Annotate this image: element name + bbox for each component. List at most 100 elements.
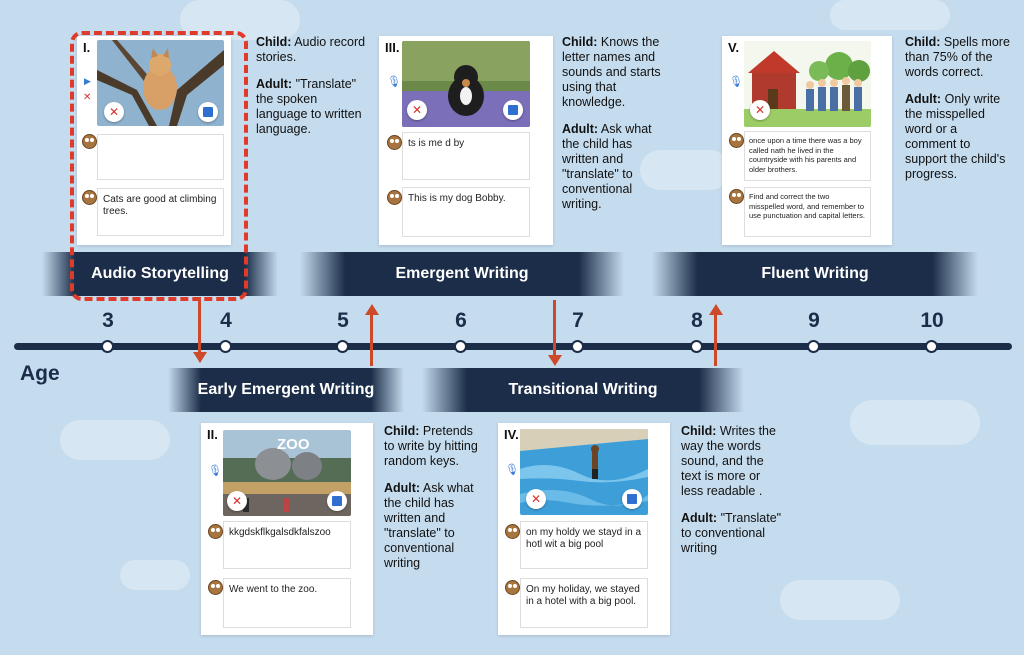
adult-description: Only write the misspelled word or a comm… [905,92,1006,181]
age-tick [219,340,232,353]
microphone-icon[interactable]: 🎙 [729,76,743,88]
child-description: Audio record stories. [256,35,366,64]
microphone-icon[interactable]: 🎙 [208,465,222,477]
age-tick-label: 3 [102,309,114,332]
age-tick [807,340,820,353]
child-text-box[interactable]: kkgdskflkgalsdkfalszoo [223,521,351,569]
age-tick-label: 10 [920,309,944,332]
adult-text-box[interactable]: On my holiday, we stayed in a hotel with… [520,578,648,628]
card-fluent-writing: V. 🎙 ✕ once upon a time there was a boy … [722,36,892,245]
stage-fluent-writing: Fluent Writing [652,252,978,296]
owl-avatar-icon [729,189,744,204]
delete-image-button[interactable]: ✕ [526,489,546,509]
image-icon[interactable] [503,100,523,120]
owl-avatar-icon [387,135,402,150]
owl-avatar-icon [505,580,520,595]
child-label: Child: [562,35,598,49]
play-icon[interactable]: ▶ [84,76,91,86]
child-description: Writes the way the words sound, and the … [681,424,776,498]
delete-image-button[interactable]: ✕ [407,100,427,120]
age-tick-label: 6 [455,309,467,332]
age-tick [571,340,584,353]
stage-emergent-writing: Emergent Writing [300,252,624,296]
delete-image-button[interactable]: ✕ [750,100,770,120]
description-transitional: Child: Writes the way the words sound, a… [681,424,785,568]
stage-transitional-writing: Transitional Writing [422,368,744,412]
delete-image-button[interactable]: ✕ [227,491,247,511]
adult-description: "Translate" the spoken language to writt… [256,77,362,136]
age-tick [454,340,467,353]
image-icon[interactable] [327,491,347,511]
dog-photo [402,41,530,127]
owl-avatar-icon [505,524,520,539]
owl-avatar-icon [82,134,97,149]
owl-avatar-icon [387,190,402,205]
age-tick [336,340,349,353]
child-text-box[interactable]: on my holdy we stayd in a hotl wit a big… [520,521,648,569]
cloud [830,0,950,30]
adult-label: Adult: [256,77,293,91]
microphone-icon[interactable]: 🎙 [387,76,401,88]
child-description: Spells more than 75% of the words correc… [905,35,1010,79]
microphone-icon[interactable]: 🎙 [505,464,519,476]
image-icon[interactable] [622,489,642,509]
adult-text-box[interactable]: This is my dog Bobby. [402,187,530,237]
cloud [120,560,190,590]
adult-text: Cats are good at climbing trees. [103,194,217,217]
card-transitional-writing: IV. 🎙 ✕ on my holdy we stayd in a hotl w… [498,423,670,635]
adult-description: "Translate" to conventional writing [681,511,782,555]
axis-label: Age [20,362,60,385]
adult-text: On my holiday, we stayed in a hotel with… [526,584,640,607]
owl-avatar-icon [729,133,744,148]
age-tick [690,340,703,353]
child-label: Child: [681,424,717,438]
description-early-emergent: Child: Pretends to write by hitting rand… [384,424,484,583]
child-text: kkgdskflkgalsdkfalszoo [229,527,331,538]
child-description: Pretends to write by hitting random keys… [384,424,478,468]
cloud [850,400,980,445]
age-axis [14,343,1012,350]
card-emergent-writing: III. 🎙 ✕ ts is me d by This is my dog Bo… [379,36,553,245]
description-audio-storytelling: Child: Audio record stories. Adult: "Tra… [256,35,366,149]
child-text-box[interactable]: ts is me d by [402,132,530,180]
adult-text-box[interactable]: Cats are good at climbing trees. [97,188,224,236]
child-label: Child: [384,424,420,438]
adult-label: Adult: [905,92,942,106]
child-text-box[interactable]: once upon a time there was a boy called … [744,131,871,181]
stage-early-emergent-writing: Early Emergent Writing [168,368,404,412]
card-audio-storytelling: I. ▶ ✕ ✕ Cats are good at climbing trees… [77,36,231,245]
adult-text-box[interactable]: We went to the zoo. [223,578,351,628]
child-description: Knows the letter names and sounds and st… [562,35,661,109]
age-tick-label: 8 [691,309,703,332]
adult-description: Ask what the child has written and "tran… [562,122,652,211]
delete-image-button[interactable]: ✕ [104,102,124,122]
card-numeral: I. [83,40,91,55]
family-illustration [744,41,871,127]
cloud [640,150,730,190]
card-numeral: III. [385,40,400,55]
owl-avatar-icon [208,580,223,595]
adult-text-box[interactable]: Find and correct the two misspelled word… [744,187,871,237]
child-text: ts is me d by [408,138,465,149]
card-early-emergent-writing: II. 🎙 ZOO ✕ kkgdskflkgalsdkfalszoo We we… [201,423,373,635]
child-text: once upon a time there was a boy called … [749,136,862,174]
close-icon[interactable]: ✕ [83,92,92,103]
age-tick-label: 7 [572,309,584,332]
age-tick-label: 9 [808,309,820,332]
card-numeral: II. [207,427,218,442]
child-text: on my holdy we stayd in a hotl wit a big… [526,527,642,550]
highlight-frame [70,31,248,301]
owl-avatar-icon [82,190,97,205]
adult-label: Adult: [384,481,421,495]
child-label: Child: [256,35,292,49]
image-icon[interactable] [198,102,218,122]
adult-text: Find and correct the two misspelled word… [749,192,865,220]
adult-description: Ask what the child has written and "tran… [384,481,474,570]
owl-avatar-icon [208,524,223,539]
child-label: Child: [905,35,941,49]
child-text-box[interactable] [97,134,224,180]
card-numeral: V. [728,40,740,55]
adult-text: This is my dog Bobby. [408,193,506,204]
cloud [60,420,170,460]
age-tick-label: 4 [220,309,232,332]
